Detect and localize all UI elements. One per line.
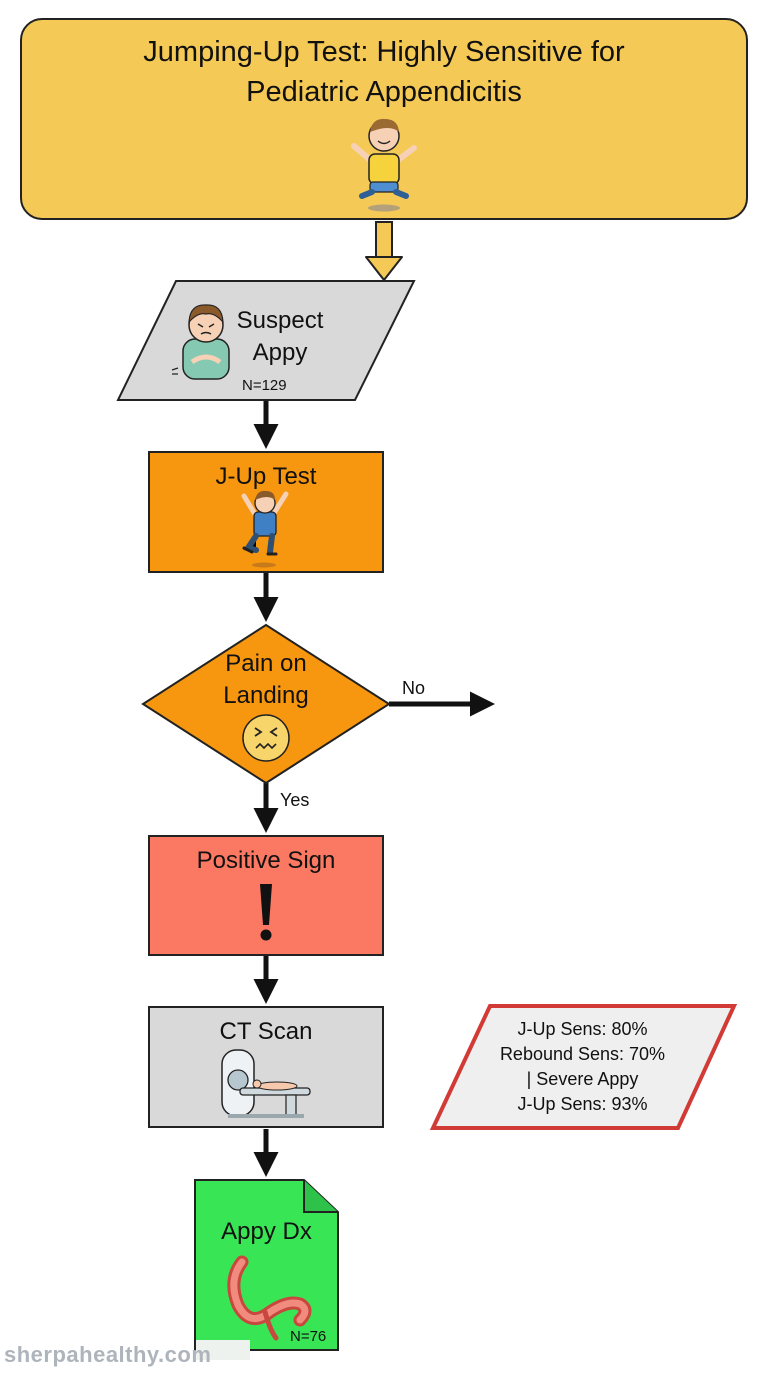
stats-line-1: J-Up Sens: 80% [517, 1019, 648, 1039]
child-stomach-pain-icon [171, 304, 230, 380]
exclamation-icon [260, 884, 272, 941]
ct-scan-label: CT Scan [219, 1018, 313, 1045]
stats-callout-box [429, 1004, 738, 1130]
jumping-child-icon [241, 490, 289, 568]
dx-count-label: N=76 [290, 1328, 327, 1345]
page-title: Jumping-Up Test: Highly Sensitive for Pe… [20, 32, 748, 112]
stats-line-3: | Severe Appy [526, 1069, 639, 1089]
pain-on-landing-label: Pain on Landing [196, 648, 336, 712]
positive-sign-label: Positive Sign [196, 847, 336, 874]
document-fold [303, 1180, 338, 1213]
jumping-child-icon [351, 118, 417, 212]
no-edge-label: No [402, 678, 426, 698]
ct-scan-node [148, 1006, 384, 1128]
ct-scanner-icon [221, 1049, 311, 1118]
suspect-appy-label: Suspect Appy [232, 305, 328, 369]
pained-face-icon [242, 714, 290, 762]
pain-on-landing-node [141, 623, 391, 785]
suspect-count-label: N=129 [242, 377, 287, 394]
yes-edge-label: Yes [280, 790, 310, 810]
pain-line-2: Landing [223, 682, 309, 709]
title-line-1: Jumping-Up Test: Highly Sensitive for [143, 36, 625, 68]
suspect-appy-line-2: Appy [252, 339, 308, 366]
appy-dx-label: Appy Dx [221, 1218, 312, 1245]
suspect-appy-line-1: Suspect [236, 307, 324, 334]
jup-test-label: J-Up Test [215, 463, 317, 490]
appendix-icon [227, 1255, 312, 1341]
stats-line-4: J-Up Sens: 93% [517, 1094, 648, 1114]
title-to-suspect-arrow [365, 221, 403, 281]
title-line-2: Pediatric Appendicitis [246, 76, 522, 108]
stats-text: J-Up Sens: 80% Rebound Sens: 70% | Sever… [455, 1017, 710, 1117]
watermark-bar [196, 1340, 250, 1360]
stats-line-2: Rebound Sens: 70% [499, 1044, 666, 1064]
watermark: sherpahealthy.com [4, 1342, 212, 1367]
pain-line-1: Pain on [225, 650, 307, 677]
